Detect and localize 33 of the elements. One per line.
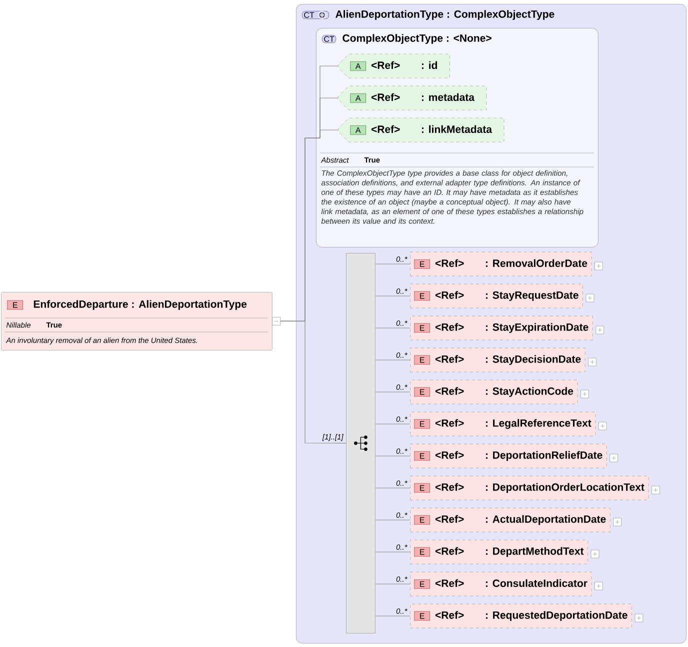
element-box: E <Ref> : StayRequestDate <box>410 284 583 308</box>
type-badge: E <box>414 547 430 557</box>
type-badge: E <box>414 515 430 525</box>
type-badge: CT <box>322 34 336 44</box>
element-box: E <Ref> : RemovalOrderDate <box>410 252 592 276</box>
attribute-box: A <Ref> : linkMetadata <box>338 118 504 142</box>
type-badge: E <box>414 579 430 589</box>
element-box: E <Ref> : DeportationReliefDate <box>410 444 607 468</box>
element-box: E <Ref> : StayActionCode <box>410 380 578 404</box>
type-badge: E <box>414 387 430 397</box>
element-box: E <Ref> : RequestedDeportationDate <box>410 604 632 628</box>
type-badge: E <box>414 355 430 365</box>
element-box: E <Ref> : DeportationOrderLocationText <box>410 476 649 500</box>
element-box: E <Ref> : ActualDeportationDate <box>410 508 610 532</box>
element-box: E <Ref> : StayDecisionDate <box>410 348 586 372</box>
sequence-bar <box>346 253 376 634</box>
type-badge: E <box>414 451 430 461</box>
type-badge: A <box>350 93 366 103</box>
type-badge: E <box>7 300 24 310</box>
element-box: E <Ref> : DepartMethodText <box>410 540 588 564</box>
attribute-box: A <Ref> : metadata <box>338 86 487 110</box>
type-badge: E <box>414 611 430 621</box>
element-box: E <Ref> : ConsulateIndicator <box>410 572 592 596</box>
type-badge: E <box>414 323 430 333</box>
type-badge: A <box>350 125 366 135</box>
type-badge: E <box>414 419 430 429</box>
element-box: E <Ref> : StayExpirationDate <box>410 316 593 340</box>
type-badge: E <box>414 291 430 301</box>
attribute-box: A <Ref> : id <box>338 54 450 78</box>
element-box: E <Ref> : LegalReferenceText <box>410 412 596 436</box>
type-badge: E <box>414 259 430 269</box>
type-badge: A <box>350 61 366 71</box>
type-badge: E <box>414 483 430 493</box>
